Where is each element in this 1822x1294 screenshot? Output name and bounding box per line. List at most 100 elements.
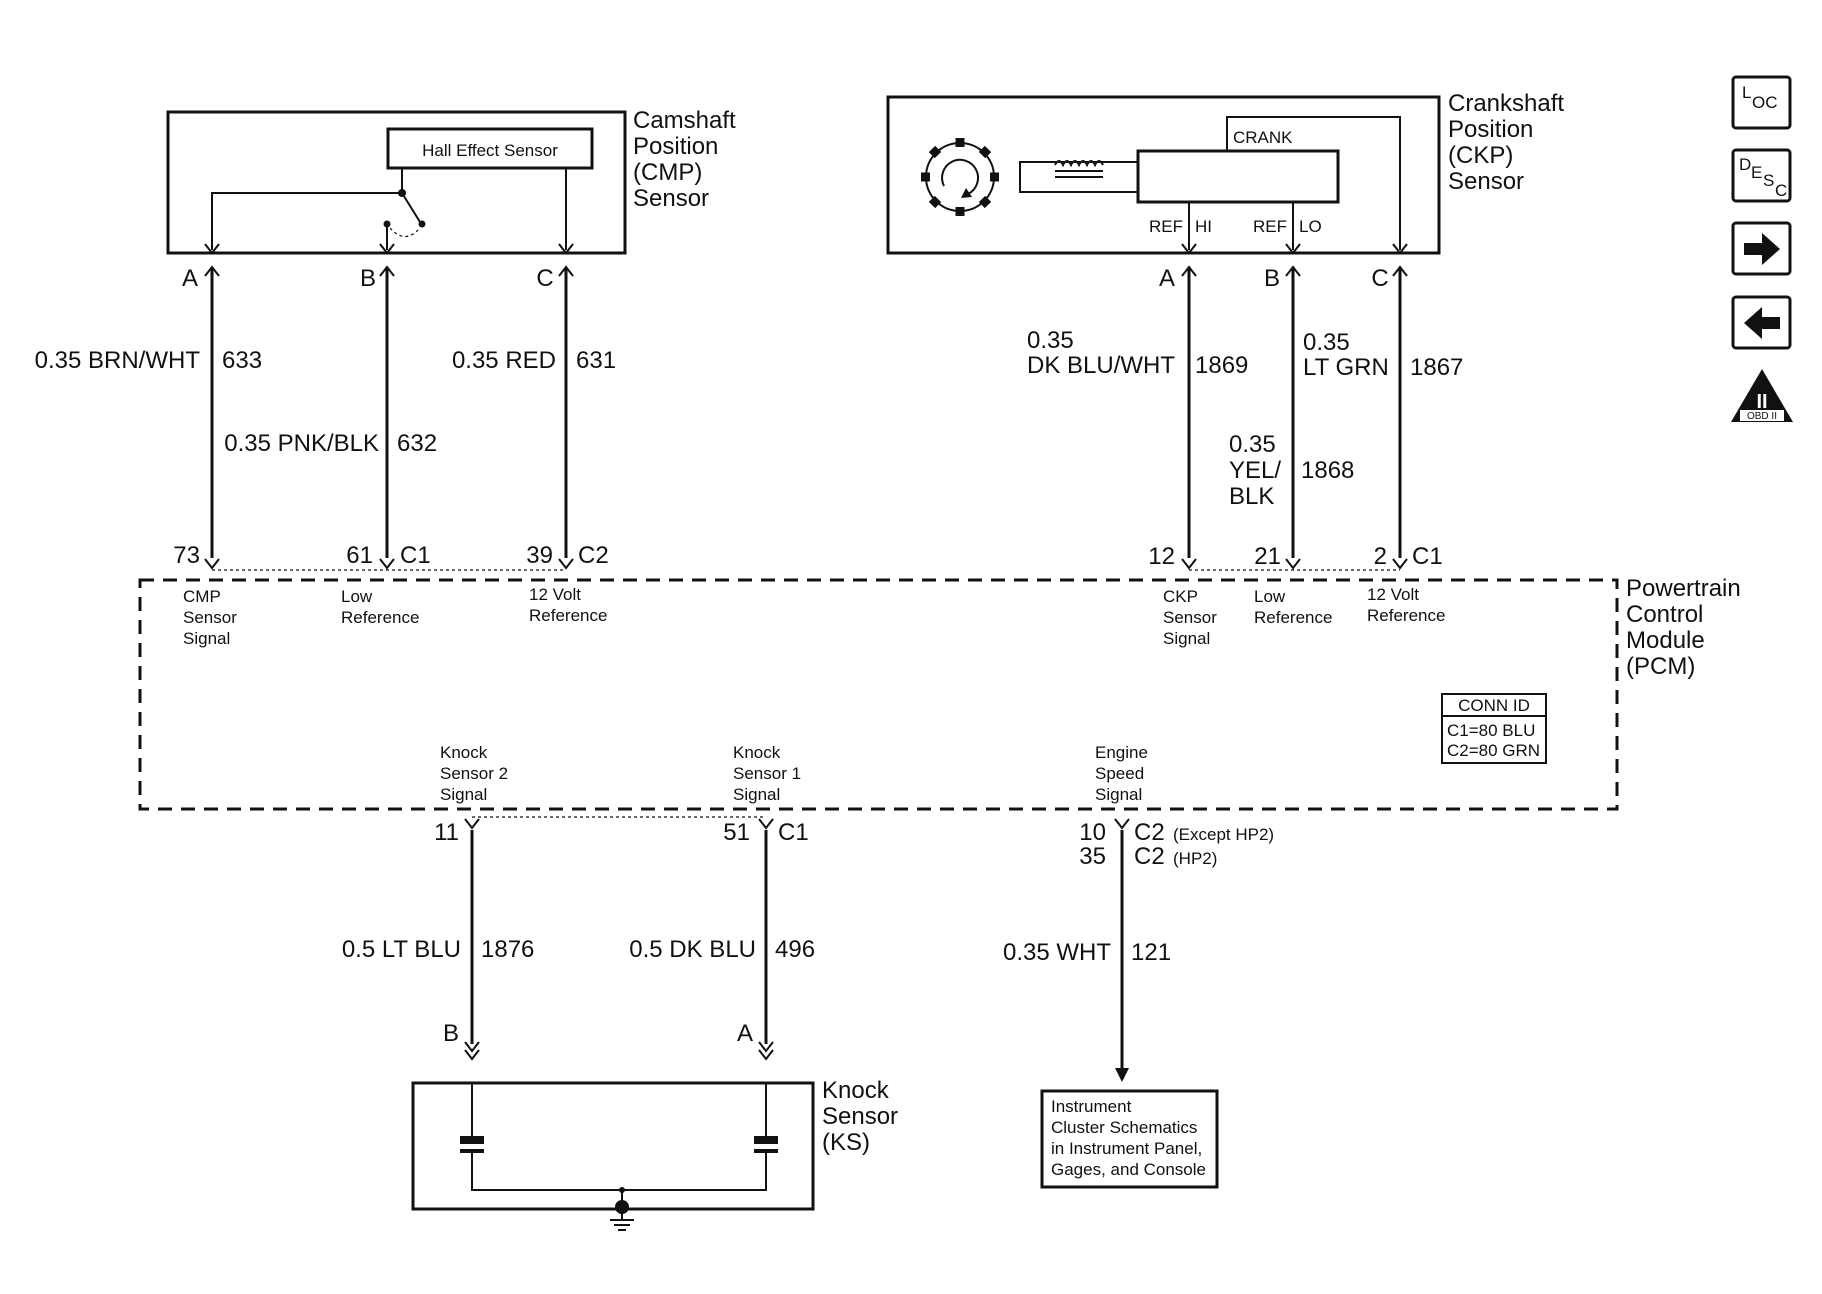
knock-sensor: Knock Sensor (KS) bbox=[411, 1077, 905, 1231]
knock-sensor-element-icon bbox=[460, 1136, 484, 1144]
pcm-connector-c1: C1 bbox=[400, 542, 431, 569]
ckp-title: Crankshaft Position (CKP) Sensor bbox=[1448, 90, 1571, 195]
pcm-label-cmp-12v-ref: 12 Volt Reference bbox=[529, 585, 607, 625]
pcm-label-ckp-12v-ref: 12 Volt Reference bbox=[1367, 585, 1445, 625]
pcm-label-cmp-signal: CMP Sensor Signal bbox=[183, 587, 242, 648]
arrow-right-icon bbox=[1744, 233, 1780, 265]
nav-buttons: L OC D E S C II OBD II bbox=[1731, 75, 1793, 422]
cmp-wire-a-circuit: 633 bbox=[222, 347, 262, 374]
hall-effect-label: Hall Effect Sensor bbox=[422, 141, 558, 160]
pcm-boundary bbox=[138, 578, 1619, 811]
pcm-pin-12: 12 bbox=[1148, 543, 1175, 570]
pcm-pin-61: 61 bbox=[346, 542, 373, 569]
pcm-label-cmp-low-ref: Low Reference bbox=[341, 587, 419, 627]
pcm-pin-51: 51 bbox=[723, 819, 750, 846]
instrument-cluster-ref-box[interactable] bbox=[1040, 1089, 1219, 1189]
ckp-wire-c-color: 0.35 LT GRN bbox=[1303, 329, 1389, 381]
ckp-wire-c-circuit: 1867 bbox=[1410, 354, 1463, 381]
arrow-down-icon bbox=[1115, 1068, 1129, 1082]
engine-speed-circuit: 10 C2 (Except HP2) 35 C2 (HP2) 0.35 WHT … bbox=[1003, 818, 1274, 1189]
engine-speed-wire-circuit: 121 bbox=[1131, 939, 1171, 966]
obd-ii-icon bbox=[1731, 369, 1793, 422]
cmp-wire-c-color: 0.35 RED bbox=[452, 347, 556, 374]
svg-text:OBD II: OBD II bbox=[1747, 411, 1777, 422]
cmp-wires: A 0.35 BRN/WHT 633 73 B 0.35 PNK/BLK 632… bbox=[35, 243, 616, 571]
knock-wire-a-color: 0.5 DK BLU bbox=[629, 936, 756, 963]
knock-wire-a-circuit: 496 bbox=[775, 936, 815, 963]
pcm-connector-c1-knock: C1 bbox=[778, 819, 809, 846]
conn-id-c1: C1=80 BLU bbox=[1447, 721, 1535, 740]
knock-sensor-housing bbox=[411, 1081, 815, 1211]
svg-text:HI: HI bbox=[1195, 217, 1212, 236]
svg-text:REF: REF bbox=[1253, 217, 1287, 236]
loc-button[interactable]: L OC bbox=[1731, 75, 1792, 130]
pcm-connector-c2: C2 bbox=[578, 542, 609, 569]
cmp-wire-a-color: 0.35 BRN/WHT bbox=[35, 347, 201, 374]
obd-ii-button[interactable]: II OBD II bbox=[1731, 369, 1793, 422]
cmp-wire-b-circuit: 632 bbox=[397, 430, 437, 457]
reluctor-wheel-icon bbox=[921, 138, 999, 216]
svg-text:II: II bbox=[1756, 391, 1767, 413]
cmp-internal-wire bbox=[211, 168, 403, 250]
knock-wire-b-circuit: 1876 bbox=[481, 936, 534, 963]
conn-id-table: CONN ID C1=80 BLU C2=80 GRN bbox=[1441, 693, 1547, 764]
knock-sensor-element-icon bbox=[754, 1136, 778, 1144]
knock-title: Knock Sensor (KS) bbox=[822, 1077, 905, 1156]
pcm-module: Powertrain Control Module (PCM) CMP Sens… bbox=[138, 575, 1741, 811]
ckp-pin-a: A bbox=[1159, 265, 1175, 292]
ckp-wire-b-color: 0.35 YEL/ BLK bbox=[1229, 431, 1288, 510]
conn-id-c2: C2=80 GRN bbox=[1447, 741, 1540, 760]
pcm-pin-73: 73 bbox=[173, 542, 200, 569]
ckp-wire-a-color: 0.35 DK BLU/WHT bbox=[1027, 327, 1175, 379]
pcm-pin-10: 10 bbox=[1079, 819, 1106, 846]
ckp-wire-b-circuit: 1868 bbox=[1301, 457, 1354, 484]
crank-label: CRANK bbox=[1233, 128, 1293, 147]
svg-text:C: C bbox=[1775, 181, 1787, 200]
instrument-cluster-ref-text: Instrument Cluster Schematics in Instrum… bbox=[1051, 1097, 1207, 1179]
knock-wire-b-color: 0.5 LT BLU bbox=[342, 936, 461, 963]
ckp-pickup bbox=[1019, 161, 1138, 193]
engine-speed-wire-color: 0.35 WHT bbox=[1003, 939, 1111, 966]
cmp-pin-a: A bbox=[182, 265, 198, 292]
knock-pin-b: B bbox=[443, 1020, 459, 1047]
cmp-wire-b-color: 0.35 PNK/BLK bbox=[224, 430, 379, 457]
pcm-pin-2: 2 bbox=[1374, 543, 1387, 570]
forward-button[interactable] bbox=[1731, 221, 1792, 276]
cmp-sensor: Hall Effect Sensor Camshaft Position (CM… bbox=[166, 107, 742, 255]
cmp-pin-b: B bbox=[360, 265, 376, 292]
knock-wires: 11 0.5 LT BLU 1876 B 51 C1 0.5 DK BLU 49… bbox=[342, 816, 815, 1061]
pcm-connector-c2-b: C2 bbox=[1134, 843, 1165, 870]
cmp-switch-arm bbox=[401, 192, 421, 223]
svg-text:LO: LO bbox=[1299, 217, 1322, 236]
svg-text:E: E bbox=[1751, 163, 1762, 182]
pcm-pin-35: 35 bbox=[1079, 843, 1106, 870]
svg-text:L: L bbox=[1742, 83, 1751, 102]
hp2-note: (HP2) bbox=[1173, 849, 1217, 868]
knock-pin-a: A bbox=[737, 1020, 753, 1047]
svg-text:S: S bbox=[1763, 171, 1774, 190]
pcm-label-engine-speed: Engine Speed Signal bbox=[1095, 743, 1153, 804]
pcm-label-knock-2: Knock Sensor 2 Signal bbox=[440, 743, 513, 804]
pcm-label-knock-1: Knock Sensor 1 Signal bbox=[733, 743, 806, 804]
ckp-coil-icon bbox=[1054, 160, 1104, 168]
ckp-wires: A 0.35 DK BLU/WHT 1869 12 B 0.35 YEL/ BL… bbox=[1027, 243, 1463, 571]
ckp-sensor-body bbox=[1136, 149, 1340, 204]
pcm-connector-c1-ckp: C1 bbox=[1412, 543, 1443, 570]
arrow-left-icon bbox=[1744, 307, 1780, 339]
conn-id-header: CONN ID bbox=[1458, 696, 1530, 715]
pcm-connector-c2-a: C2 bbox=[1134, 819, 1165, 846]
hall-effect-sensor-box bbox=[386, 127, 594, 170]
pcm-pin-21: 21 bbox=[1254, 543, 1281, 570]
ground-icon bbox=[615, 1200, 629, 1214]
pcm-label-ckp-signal: CKP Sensor Signal bbox=[1163, 587, 1222, 648]
desc-button[interactable]: D E S C bbox=[1731, 148, 1792, 203]
back-button[interactable] bbox=[1731, 295, 1792, 350]
ckp-pin-b: B bbox=[1264, 265, 1280, 292]
ckp-sensor: CRANK REF HI REF LO Crankshaft Position … bbox=[886, 90, 1571, 255]
svg-text:OC: OC bbox=[1752, 93, 1778, 112]
pcm-label-ckp-low-ref: Low Reference bbox=[1254, 587, 1332, 627]
cmp-title: Camshaft Position (CMP) Sensor bbox=[633, 107, 742, 212]
svg-text:REF: REF bbox=[1149, 217, 1183, 236]
svg-text:D: D bbox=[1739, 155, 1751, 174]
